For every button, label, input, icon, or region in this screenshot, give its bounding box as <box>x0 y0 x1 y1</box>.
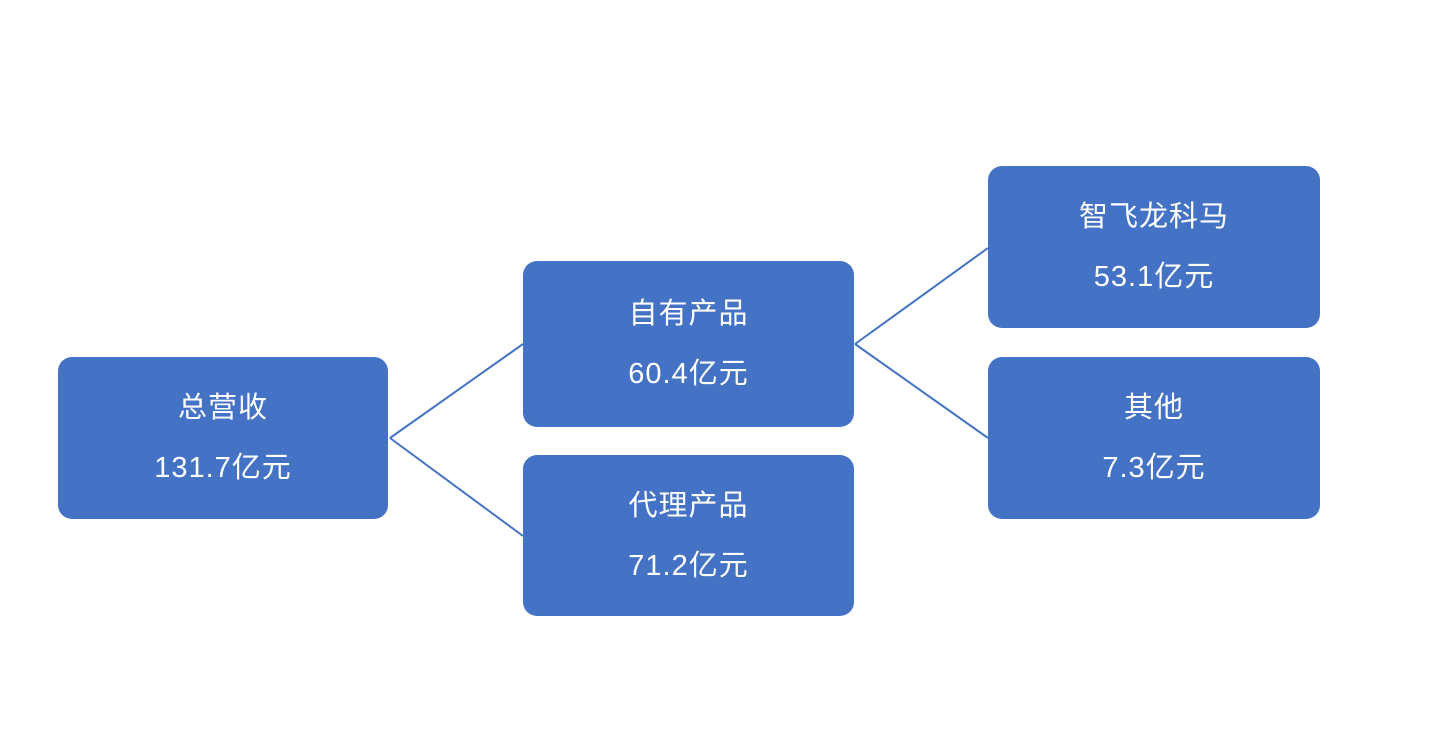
connector-own-to-other <box>854 343 989 439</box>
connector-total-to-own <box>389 343 524 439</box>
node-zhifei-longkema: 智飞龙科马 53.1亿元 <box>988 166 1320 328</box>
node-label: 智飞龙科马 <box>1078 201 1229 233</box>
connector-own-to-zhifei <box>854 247 989 345</box>
node-own-products: 自有产品 60.4亿元 <box>523 261 854 427</box>
node-total-revenue: 总营收 131.7亿元 <box>58 357 388 519</box>
node-value: 53.1亿元 <box>1093 261 1215 293</box>
node-value: 131.7亿元 <box>154 452 292 484</box>
node-other: 其他 7.3亿元 <box>988 357 1320 519</box>
node-value: 7.3亿元 <box>1102 452 1206 484</box>
node-label: 总营收 <box>177 392 268 424</box>
node-value: 71.2亿元 <box>628 549 749 582</box>
node-label: 代理产品 <box>628 489 749 522</box>
node-value: 60.4亿元 <box>628 358 749 390</box>
node-agency-products: 代理产品 71.2亿元 <box>523 455 854 616</box>
node-label: 自有产品 <box>628 298 749 330</box>
node-label: 其他 <box>1123 392 1184 424</box>
connector-total-to-agency <box>389 437 524 537</box>
